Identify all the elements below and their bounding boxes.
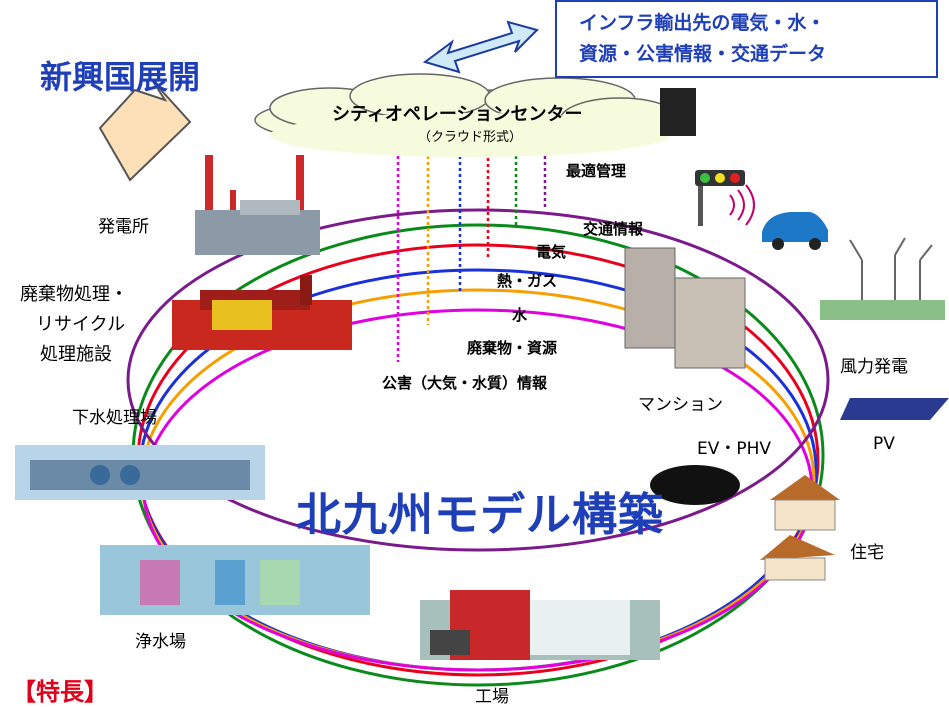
sewage-plant-label: 下水処理場 — [72, 408, 157, 428]
power-plant-label: 発電所 — [98, 217, 149, 237]
cloud-icon — [254, 73, 686, 157]
waste-resources-label: 廃棄物・資源 — [467, 339, 558, 357]
power-plant-icon — [195, 155, 320, 255]
traffic-info-label: 交通情報 — [583, 220, 644, 238]
waste-facility-label-2: リサイクル — [36, 314, 126, 335]
city-operation-center-title: シティオペレーションセンター — [332, 104, 583, 125]
purification-plant-icon — [100, 545, 370, 615]
waste-facility-label-3: 処理施設 — [40, 344, 112, 365]
wind-power-label: 風力発電 — [840, 357, 908, 377]
purification-plant-label: 浄水場 — [135, 632, 186, 652]
solar-panel-icon — [840, 398, 949, 420]
electricity-label: 電気 — [536, 243, 567, 261]
car-icon — [762, 212, 828, 250]
cloud-format-subtitle: （クラウド形式） — [418, 130, 523, 145]
emerging-markets-title: 新興国展開 — [40, 58, 201, 96]
export-arrow-icon — [422, 20, 539, 74]
optimal-ring — [126, 208, 830, 552]
optimal-management-label: 最適管理 — [566, 162, 627, 180]
ev-icon — [650, 465, 740, 505]
wind-turbine-icon — [820, 237, 945, 320]
factory-label: 工場 — [475, 687, 509, 707]
features-heading: 【特長】 — [12, 678, 108, 706]
pollution-info-label: 公害（大気・水質）情報 — [382, 374, 548, 392]
pointer-icon — [98, 79, 192, 182]
heat-gas-label: 熱・ガス — [497, 272, 558, 290]
waste-facility-icon — [172, 275, 352, 350]
mansion-icon — [624, 247, 746, 369]
kitakyushu-model-title: 北九州モデル構築 — [296, 488, 665, 541]
house-icon — [760, 475, 840, 581]
traffic-light-icon — [695, 170, 745, 226]
waste-facility-label-1: 廃棄物処理・ — [20, 284, 128, 305]
housing-label: 住宅 — [850, 543, 884, 563]
server-icon — [660, 88, 696, 136]
pv-label: PV — [873, 434, 895, 454]
factory-icon — [420, 590, 660, 660]
ev-phv-label: EV・PHV — [697, 439, 772, 459]
mansion-label: マンション — [638, 395, 723, 415]
export-line-2: 資源・公害情報・交通データ — [579, 43, 827, 65]
export-line-1: インフラ輸出先の電気・水・ — [579, 12, 826, 34]
water-label: 水 — [512, 306, 528, 324]
export-data-box: インフラ輸出先の電気・水・ 資源・公害情報・交通データ — [555, 0, 938, 78]
sewage-plant-icon — [15, 445, 265, 500]
